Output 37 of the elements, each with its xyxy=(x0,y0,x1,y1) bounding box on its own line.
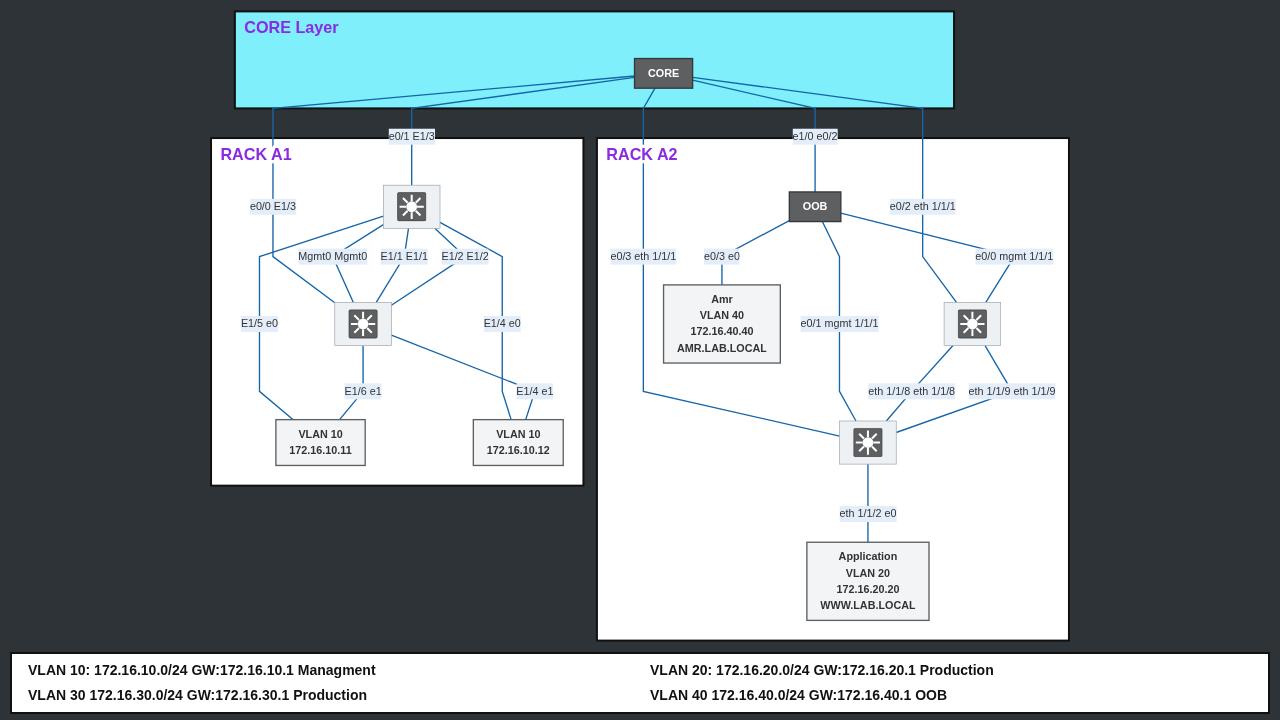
node-box: Amr VLAN 40 172.16.40.40 AMR.LAB.LOCAL xyxy=(662,284,781,364)
edge-label: E1/4 e0 xyxy=(483,317,521,330)
edge-label: E1/2 E1/2 xyxy=(441,250,489,262)
edge-label: e0/1 mgmt 1/1/1 xyxy=(800,317,879,330)
node-picture xyxy=(383,184,441,229)
node-box: CORE xyxy=(633,57,694,89)
edge-label: e1/0 e0/2 xyxy=(792,130,838,143)
node-picture xyxy=(334,302,392,346)
connector xyxy=(821,220,857,422)
node-picture xyxy=(839,420,897,465)
edge-label: e0/0 E1/3 xyxy=(249,200,297,213)
edge-label: e0/3 e0 xyxy=(703,250,740,262)
edge-label: e0/2 eth 1/1/1 xyxy=(889,200,956,213)
edge-label: eth 1/1/9 eth 1/1/9 xyxy=(968,385,1056,397)
node-picture xyxy=(943,302,1002,346)
connector xyxy=(439,221,512,421)
edge-label: E1/4 e1 xyxy=(516,385,554,397)
node-box: VLAN 10 172.16.10.12 xyxy=(472,418,564,467)
vlan-note: VLAN 20: 172.16.20.0/24 GW:172.16.20.1 Production xyxy=(650,661,995,680)
group-title: CORE Layer xyxy=(244,17,339,36)
edge-label: E1/5 e0 xyxy=(240,317,279,330)
edge-label: e0/3 eth 1/1/1 xyxy=(610,250,677,262)
vlan-note: VLAN 40 172.16.40.0/24 GW:172.16.40.1 OOB xyxy=(650,686,949,705)
connector xyxy=(642,87,841,437)
node-box: VLAN 10 172.16.10.11 xyxy=(275,418,366,467)
edge-label: eth 1/1/2 e0 xyxy=(839,507,897,520)
node-box: Application VLAN 20 172.16.20.20 WWW.LAB.LOCAL xyxy=(806,541,930,622)
edge-label: eth 1/1/8 eth 1/1/8 xyxy=(868,385,956,397)
edge-label: E1/6 e1 xyxy=(344,385,382,397)
vlan-note: VLAN 10: 172.16.10.0/24 GW:172.16.10.1 Managment xyxy=(28,661,377,680)
edge-label: e0/0 mgmt 1/1/1 xyxy=(975,250,1054,262)
node-box: OOB xyxy=(788,191,842,223)
edge-label: E1/1 E1/1 xyxy=(380,250,428,262)
vlan-note: VLAN 30 172.16.30.0/24 GW:172.16.30.1 Production xyxy=(28,686,368,705)
edge-label: e0/1 E1/3 xyxy=(388,130,435,143)
cluster xyxy=(233,10,956,110)
edge-label: Mgmt0 Mgmt0 xyxy=(298,250,368,262)
